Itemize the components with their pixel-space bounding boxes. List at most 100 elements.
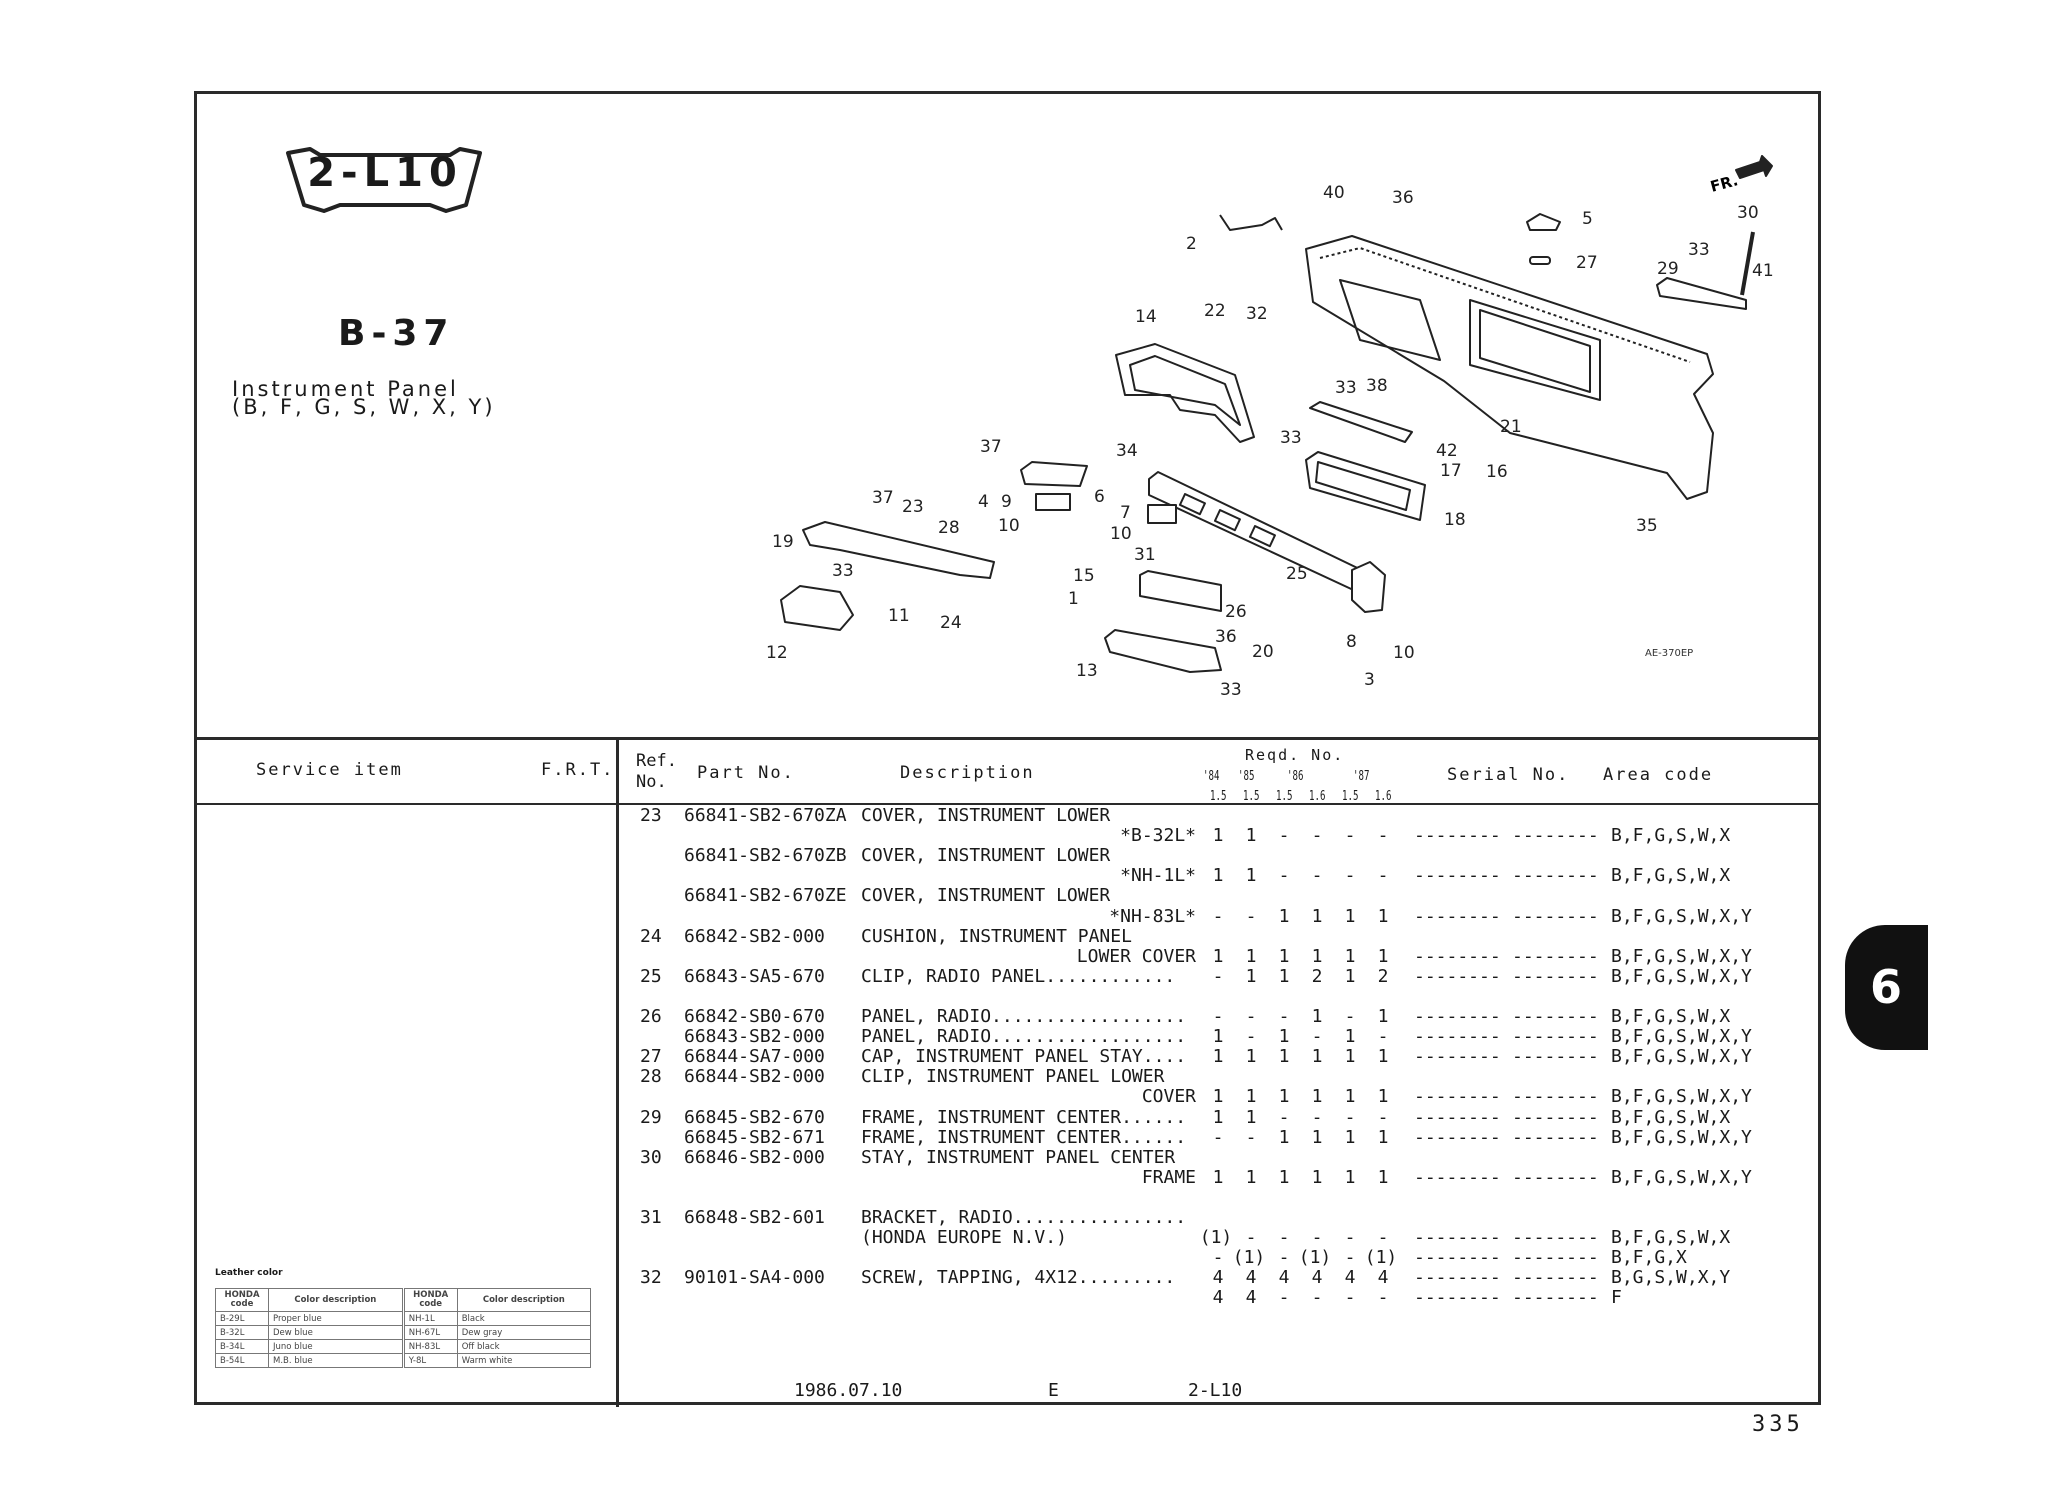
color-description: Juno blue [268, 1339, 404, 1354]
serial-from: -------- [1414, 1106, 1501, 1128]
footer-date: 1986.07.10 [794, 1380, 903, 1401]
description-suffix: COVER [1141, 1086, 1196, 1108]
callout-7: 7 [1120, 503, 1131, 523]
col-header: HONDA code [215, 1288, 269, 1312]
required-qty: 1 [1212, 945, 1224, 967]
callout-21: 21 [1500, 417, 1522, 437]
serial-to: -------- [1512, 1247, 1599, 1269]
service-item-header: Service item [256, 760, 403, 780]
glove-box-shape [1305, 451, 1426, 521]
required-qty: 1 [1377, 905, 1389, 927]
required-qty: 1 [1212, 865, 1224, 887]
callout-3: 3 [1364, 670, 1375, 690]
required-qty: - [1377, 1026, 1389, 1048]
serial-from: -------- [1414, 905, 1501, 927]
divider [194, 803, 1821, 805]
year-86: '86 [1287, 769, 1304, 784]
required-qty: - [1344, 1006, 1356, 1027]
required-qty: 1 [1311, 1126, 1323, 1148]
required-qty: 1 [1311, 1166, 1323, 1188]
area-code: B,G,S,W,X,Y [1611, 1267, 1731, 1289]
required-qty: - [1311, 865, 1323, 887]
required-qty: 1 [1245, 825, 1257, 847]
required-qty: 1 [1278, 1026, 1290, 1048]
required-qty: 1 [1311, 1086, 1323, 1108]
part-number: 66841-SB2-670ZA [684, 805, 847, 826]
center-vent-shape [1020, 461, 1088, 487]
color-description: Dew gray [456, 1325, 592, 1340]
footer-edition: E [1048, 1380, 1059, 1401]
divider [616, 739, 619, 1407]
area-code: B,F,G,S,W,X [1611, 865, 1731, 887]
part-no-header: Part No. [697, 763, 795, 783]
required-qty: - [1278, 865, 1290, 887]
callout-25: 25 [1286, 564, 1308, 584]
glove-box-lid-shape [1309, 401, 1413, 443]
callout-30: 30 [1737, 203, 1759, 223]
required-qty: - [1344, 1247, 1356, 1269]
part-number: 66844-SB2-000 [684, 1066, 825, 1088]
serial-to: -------- [1512, 1106, 1599, 1128]
meter-hood-shape [1115, 343, 1255, 443]
table-row: -(1)-(1)-(1)----------------B,F,G,X [0, 1248, 2048, 1268]
callout-20: 20 [1252, 642, 1274, 662]
leather-color-caption: Leather color [215, 1268, 283, 1278]
required-qty: 4 [1245, 1287, 1257, 1309]
callout-19: 19 [772, 532, 794, 552]
required-qty: 4 [1212, 1287, 1224, 1309]
serial-to: -------- [1512, 905, 1599, 927]
required-qty: 4 [1377, 1267, 1389, 1289]
ref-no: 31 [640, 1207, 662, 1228]
required-qty: - [1377, 865, 1389, 887]
area-code: F [1611, 1287, 1622, 1309]
year-85: '85 [1238, 769, 1255, 784]
callout-26: 26 [1225, 602, 1247, 622]
required-qty: 2 [1377, 965, 1389, 987]
cap-shape [1526, 213, 1561, 231]
serial-from: -------- [1414, 1126, 1501, 1148]
required-qty: 1 [1344, 965, 1356, 987]
required-qty: - [1311, 825, 1323, 847]
callout-33: 33 [832, 561, 854, 581]
required-qty: 1 [1344, 1046, 1356, 1068]
required-qty: - [1344, 865, 1356, 887]
serial-from: -------- [1414, 825, 1501, 847]
required-qty: 1 [1311, 1006, 1323, 1027]
serial-from: -------- [1414, 1227, 1501, 1249]
description-suffix: *B-32L* [1120, 825, 1196, 847]
area-code: B,F,G,X [1611, 1247, 1687, 1269]
serial-from: -------- [1414, 1006, 1501, 1027]
title-text: Instrument Panel [232, 377, 459, 401]
description-suffix: FRAME [1141, 1166, 1196, 1188]
callout-33: 33 [1280, 428, 1302, 448]
serial-from: -------- [1414, 865, 1501, 887]
part-number: 66842-SB0-670 [684, 1006, 825, 1027]
callout-9: 9 [1001, 492, 1012, 512]
required-qty: - [1212, 1126, 1224, 1148]
page-number: 335 [1752, 1412, 1804, 1437]
callout-37: 37 [872, 488, 894, 508]
required-qty: (1) [1232, 1247, 1266, 1269]
honda-code: B-54L [215, 1353, 269, 1368]
required-qty: 4 [1278, 1267, 1290, 1289]
required-qty: 1 [1377, 1086, 1389, 1108]
required-qty: 4 [1311, 1267, 1323, 1289]
callout-28: 28 [938, 518, 960, 538]
clip-shape [1529, 256, 1551, 265]
callout-34: 34 [1116, 441, 1138, 461]
part-number: 66848-SB2-601 [684, 1207, 825, 1228]
year-87: '87 [1353, 769, 1370, 784]
callout-14: 14 [1135, 307, 1157, 327]
description: COVER, INSTRUMENT LOWER [861, 885, 1111, 907]
required-qty: 1 [1245, 1106, 1257, 1128]
required-qty: - [1278, 825, 1290, 847]
required-qty: 1 [1344, 1026, 1356, 1048]
required-qty: - [1212, 1247, 1224, 1269]
serial-to: -------- [1512, 965, 1599, 987]
honda-code: B-34L [215, 1339, 269, 1354]
